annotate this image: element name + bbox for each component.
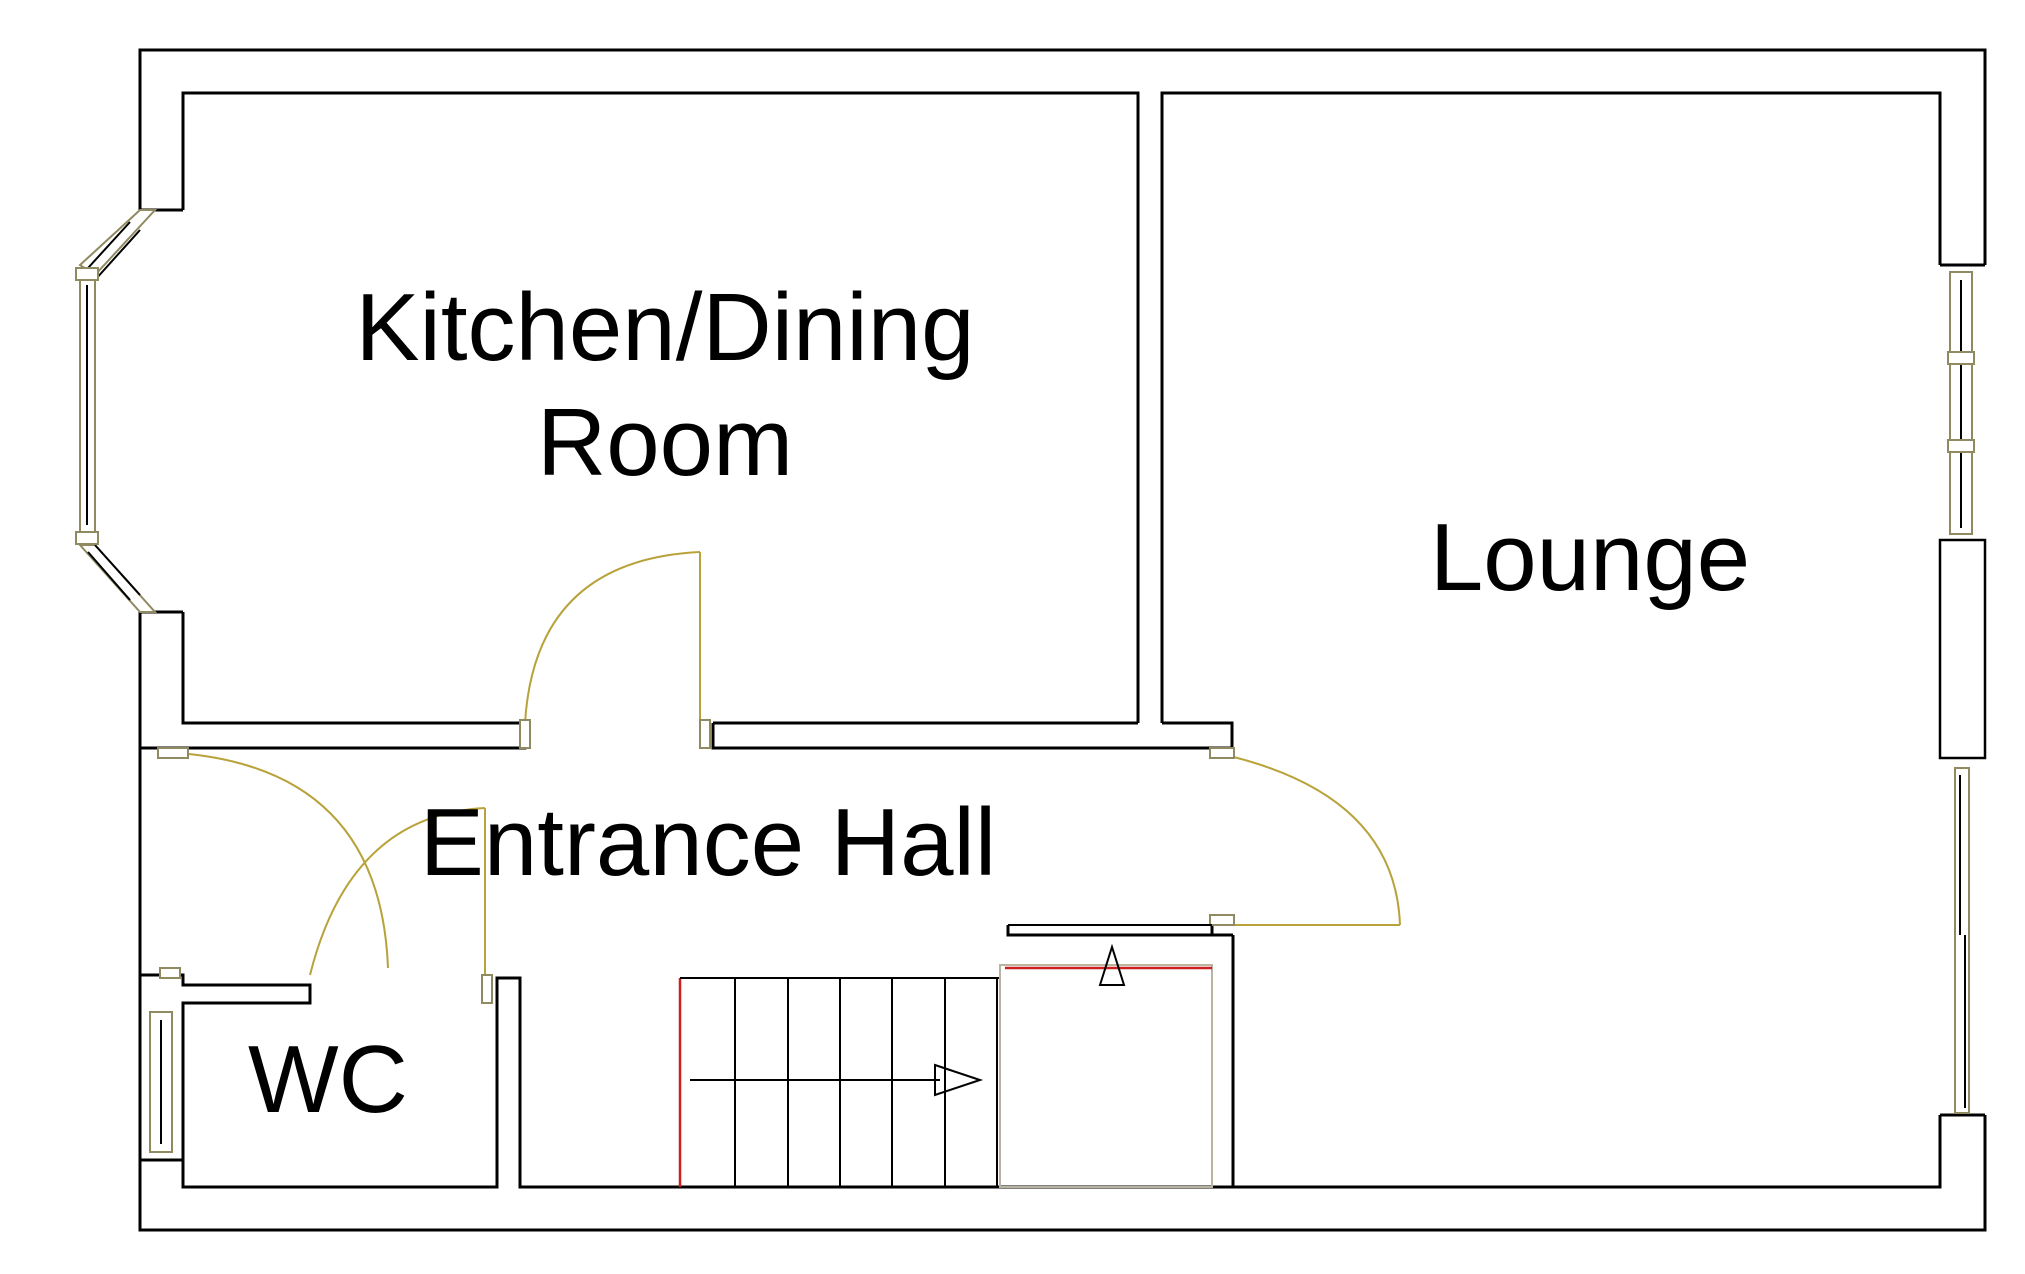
lounge-windows xyxy=(1938,271,1987,1114)
entrance-hall-label: Entrance Hall xyxy=(420,789,996,896)
room-labels: Kitchen/Dining Room Lounge Entrance Hall… xyxy=(248,274,1750,1133)
kitchen-label-line1: Kitchen/Dining xyxy=(355,274,974,381)
lounge-label: Lounge xyxy=(1430,504,1750,611)
outer-walls xyxy=(138,48,1987,1232)
staircase xyxy=(678,924,1213,1188)
wc-label: WC xyxy=(248,1026,408,1133)
kitchen-label-line2: Room xyxy=(537,389,793,496)
bay-window xyxy=(75,209,158,613)
wc-window xyxy=(149,1011,173,1153)
doors xyxy=(157,551,1401,1004)
